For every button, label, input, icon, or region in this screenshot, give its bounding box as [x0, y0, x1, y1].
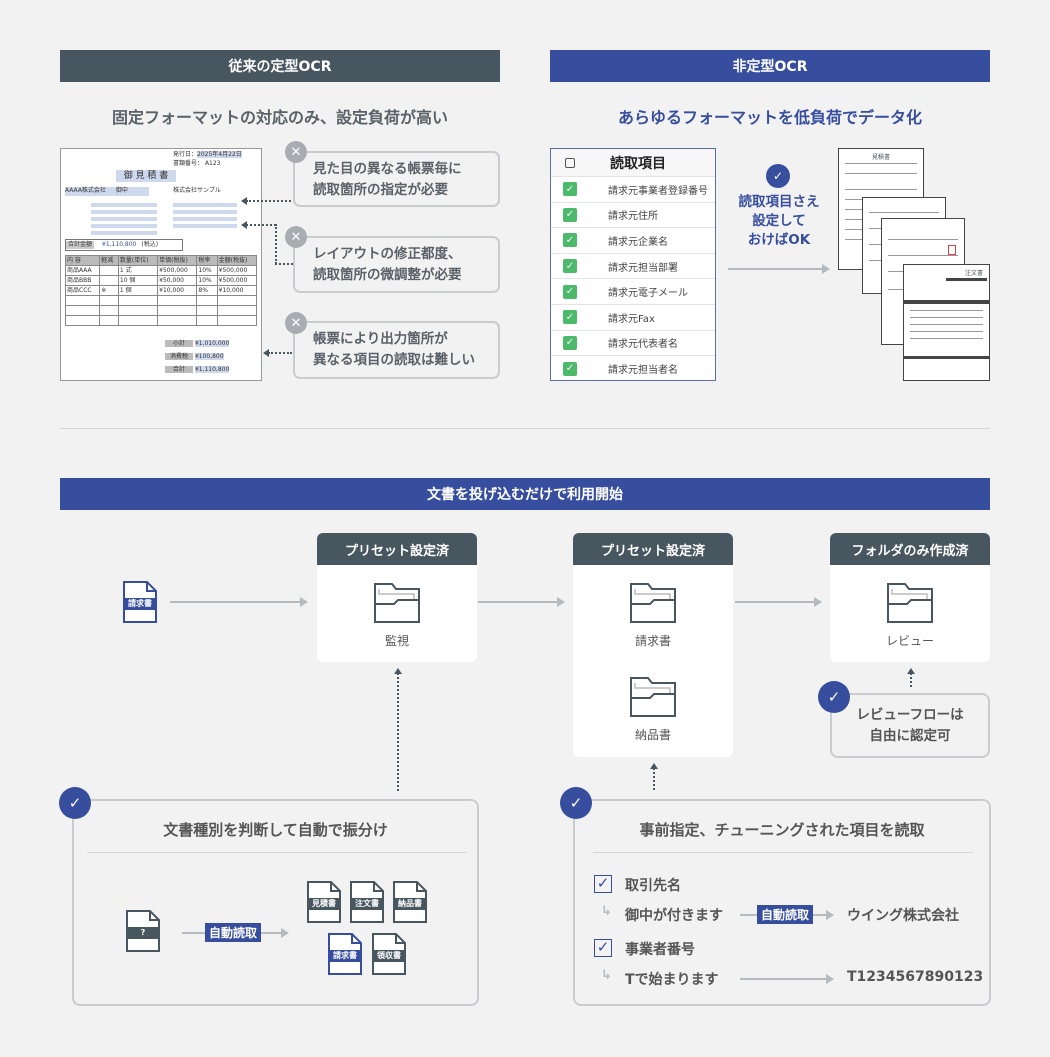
traditional-ocr-header: 従来の定型OCR: [60, 50, 500, 82]
doc-thumb: 注文書: [903, 264, 990, 381]
check-circle-icon: ✓: [818, 681, 850, 713]
check-circle-icon: ✓: [560, 787, 592, 819]
list-item[interactable]: ✓請求元担当者名: [551, 356, 715, 382]
inv-issue-label: 発行日：: [173, 151, 198, 158]
read-items-list: 読取項目 ✓請求元事業者登録番号 ✓請求元住所 ✓請求元企業名 ✓請求元担当部署…: [550, 148, 716, 381]
check-icon: ✓: [563, 284, 577, 299]
inv-tax-note: (税込): [141, 241, 159, 248]
check-icon: ✓: [563, 259, 577, 274]
dotted-arrow: [394, 668, 402, 791]
card-header: フォルダのみ作成済: [830, 533, 990, 565]
inv-company: 株式会社サンプル: [173, 187, 221, 194]
inv-total-label: 合計金額: [66, 241, 95, 249]
select-all-checkbox[interactable]: [565, 157, 575, 168]
list-item[interactable]: ✓請求元住所: [551, 203, 715, 229]
x-icon: ✕: [285, 312, 307, 334]
sub-arrow-icon: ↳: [601, 968, 612, 983]
x-icon: ✕: [285, 226, 307, 248]
folder-label: 請求書: [634, 634, 671, 648]
callout-3: 帳票により出力箇所が 異なる項目の読取は難しい: [293, 321, 500, 379]
auto-read-tag: 自動読取: [757, 905, 814, 924]
check-icon: ✓: [563, 182, 577, 197]
dotted-arrow-1: [241, 197, 291, 205]
list-header: 読取項目: [610, 155, 666, 172]
list-item[interactable]: ✓請求元代表者名: [551, 331, 715, 357]
check-icon: ✓: [563, 361, 577, 376]
folder-label: レビュー: [885, 634, 934, 648]
estimate-doc-icon: 見積書: [307, 881, 341, 923]
x-icon: ✕: [285, 141, 307, 163]
inv-issue-date: 2025年4月22日: [197, 151, 242, 158]
field-rule: Tで始まります: [625, 972, 719, 988]
card-monitor: プリセット設定済 監視: [317, 533, 477, 662]
list-item[interactable]: ✓請求元電子メール: [551, 279, 715, 305]
callout-2: レイアウトの修正都度、 読取箇所の微調整が必要: [293, 236, 500, 293]
folder-label: 納品書: [634, 728, 671, 742]
card-header: プリセット設定済: [317, 533, 477, 565]
non-template-ocr-header: 非定型OCR: [550, 50, 990, 82]
invoice-sample: 発行日：2025年4月22日 書類番号： A123 御 見 積 書 AAAA株式…: [60, 148, 262, 381]
card-header: プリセット設定済: [573, 533, 733, 565]
card-sort: プリセット設定済 請求書 納品書: [573, 533, 733, 757]
inv-client: AAAA株式会社: [65, 187, 106, 194]
field-name: 事業者番号: [625, 942, 695, 958]
checkbox-checked-icon[interactable]: ✓: [594, 939, 612, 957]
flow-header: 文書を投げ込むだけで利用開始: [60, 478, 990, 510]
field-result: ウイング株式会社: [847, 908, 959, 924]
arrow: [478, 597, 565, 607]
invoice-doc-icon: 請求書: [123, 581, 157, 623]
check-icon: ✓: [563, 233, 577, 248]
dotted-arrow: [907, 668, 915, 687]
field-rule: 御中が付きます: [625, 908, 723, 924]
arrow: [735, 597, 822, 607]
field-name: 取引先名: [625, 878, 681, 894]
inv-no-label: 書類番号：: [173, 160, 204, 167]
inv-title: 御 見 積 書: [116, 170, 176, 182]
list-item[interactable]: ✓請求元企業名: [551, 228, 715, 254]
non-template-subtitle: あらゆるフォーマットを低負荷でデータ化: [617, 108, 922, 127]
list-item[interactable]: ✓請求元担当部署: [551, 254, 715, 280]
order-doc-icon: 注文書: [350, 881, 384, 923]
card-review: フォルダのみ作成済 レビュー: [830, 533, 990, 662]
arrow: [728, 264, 830, 274]
folder-icon: [630, 583, 676, 623]
callout-1: 見た目の異なる帳票毎に 読取箇所の指定が必要: [293, 151, 500, 207]
auto-read-tag: 自動読取: [205, 923, 262, 942]
folder-label: 監視: [384, 634, 409, 648]
checkbox-checked-icon[interactable]: ✓: [594, 875, 612, 893]
sub-arrow-icon: ↳: [601, 904, 612, 919]
list-item[interactable]: ✓請求元事業者登録番号: [551, 177, 715, 203]
extract-title: 事前指定、チューニングされた項目を読取: [639, 821, 925, 839]
extract-panel: 事前指定、チューニングされた項目を読取 ✓ 取引先名 ↳ 御中が付きます 自動読…: [573, 799, 991, 1006]
invoice-doc-icon: 請求書: [328, 933, 362, 975]
folder-icon: [887, 583, 933, 623]
check-icon: ✓: [563, 310, 577, 325]
receipt-doc-icon: 領収書: [372, 933, 406, 975]
classify-title: 文書種別を判断して自動で振分け: [163, 821, 388, 839]
arrow: [170, 597, 308, 607]
review-note: レビューフローは 自由に認定可: [830, 693, 990, 758]
arrow: [740, 974, 834, 984]
check-icon: ✓: [563, 335, 577, 350]
field-result: T1234567890123: [847, 969, 984, 985]
delivery-doc-icon: 納品書: [393, 881, 427, 923]
folder-icon: [630, 677, 676, 717]
folder-icon: [374, 583, 420, 623]
dotted-arrow-3: [263, 349, 292, 357]
unknown-doc-icon: ?: [126, 910, 160, 952]
list-item[interactable]: ✓請求元Fax: [551, 305, 715, 331]
inv-total: ¥1,110,800: [102, 241, 137, 248]
dotted-arrow-2: [241, 221, 276, 229]
divider: [60, 428, 990, 429]
check-circle-icon: ✓: [59, 787, 91, 819]
classify-panel: 文書種別を判断して自動で振分け ? 自動読取 見積書 注文書 納品書 請求書 領…: [72, 799, 479, 1006]
check-icon: ✓: [563, 207, 577, 222]
dotted-arrow: [650, 763, 658, 790]
ok-message: 読取項目さえ 設定して おけばOK: [738, 194, 820, 248]
traditional-subtitle: 固定フォーマットの対応のみ、設定負荷が高い: [111, 108, 448, 127]
check-circle-icon: ✓: [766, 164, 790, 188]
inv-no: A123: [204, 160, 221, 167]
inv-honorific: 御中: [115, 187, 128, 194]
